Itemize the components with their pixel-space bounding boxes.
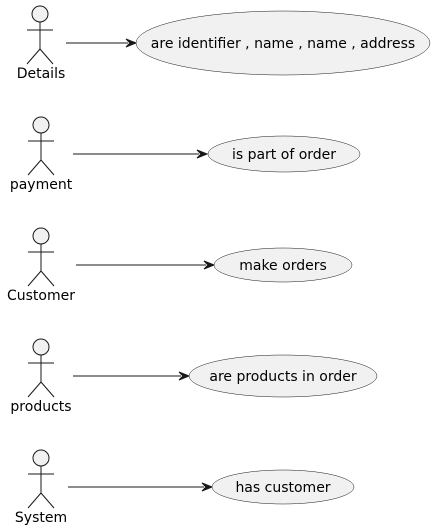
- actor-label-products: products: [10, 399, 71, 415]
- usecase-label-payment: is part of order: [232, 147, 336, 163]
- relation-system: System has customer: [15, 449, 355, 526]
- usecase-products[interactable]: are products in order: [188, 354, 378, 398]
- actor-payment[interactable]: payment: [10, 116, 73, 193]
- usecase-label-system: has customer: [235, 480, 330, 496]
- actor-head-icon: [32, 338, 50, 356]
- actor-head-icon: [32, 227, 50, 245]
- arrowhead-icon: [203, 260, 216, 270]
- actor-head-icon: [31, 5, 49, 23]
- relation-products: products are products in order: [10, 338, 378, 415]
- usecase-system[interactable]: has customer: [211, 469, 355, 505]
- usecase-customer[interactable]: make orders: [213, 247, 353, 283]
- actor-head-icon: [32, 449, 50, 467]
- relation-details: Details are identifier , name , name , a…: [17, 5, 431, 82]
- arrowhead-icon: [196, 149, 209, 159]
- actor-label-details: Details: [17, 66, 66, 82]
- actor-customer[interactable]: Customer: [7, 227, 75, 304]
- arrowhead-icon: [125, 38, 138, 48]
- actor-label-system: System: [15, 510, 67, 526]
- usecase-label-details: are identifier , name , name , address: [151, 36, 415, 52]
- actor-label-payment: payment: [10, 177, 73, 193]
- actor-details[interactable]: Details: [17, 5, 66, 82]
- actor-system[interactable]: System: [15, 449, 67, 526]
- arrowhead-icon: [178, 371, 191, 381]
- actor-label-customer: Customer: [7, 288, 75, 304]
- relation-customer: Customer make orders: [7, 227, 353, 304]
- usecase-details[interactable]: are identifier , name , name , address: [135, 10, 431, 76]
- usecase-label-customer: make orders: [239, 258, 327, 274]
- relation-payment: payment is part of order: [10, 116, 361, 193]
- usecase-label-products: are products in order: [209, 369, 356, 385]
- arrowhead-icon: [201, 482, 214, 492]
- usecase-payment[interactable]: is part of order: [207, 135, 361, 173]
- actor-products[interactable]: products: [10, 338, 72, 415]
- actor-head-icon: [32, 116, 50, 134]
